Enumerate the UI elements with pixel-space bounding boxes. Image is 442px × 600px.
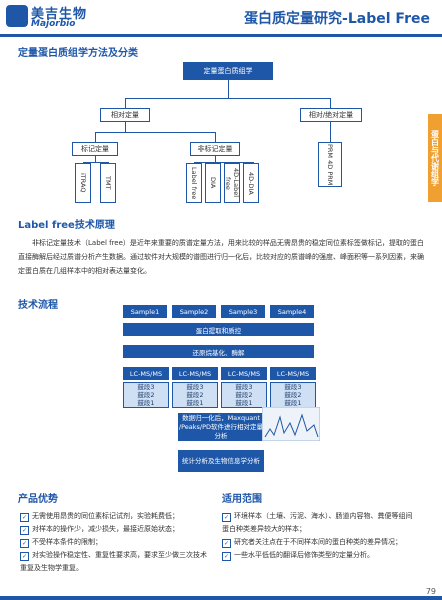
logo-cn: 美吉生物 (31, 7, 88, 22)
page-title: 蛋白质定量研究-Label Free (244, 11, 430, 27)
scope-heading: 适用范围 (222, 494, 262, 505)
lcms-2: LC-MS/MS (172, 367, 218, 380)
page-number: 79 (425, 587, 436, 596)
tree-4d-labelfree: 4D-Label free (224, 163, 240, 203)
tree-relative: 相对定量 (100, 108, 150, 122)
header-rule (0, 34, 442, 37)
section3-heading: 技术流程 (18, 300, 58, 311)
tree-dia: DIA (205, 163, 221, 203)
adv-list: ✓无需使用昂贵的同位素标记试剂，实验耗费低； ✓对样本的操作少，减少损失，最接近… (20, 512, 207, 572)
spectra-image (262, 407, 320, 441)
section2-heading: Label free技术原理 (18, 220, 115, 231)
logo-icon (6, 5, 28, 27)
logo-en: Majorbio (31, 19, 76, 29)
sample-4: Sample4 (270, 305, 314, 318)
tree-label: 标记定量 (72, 142, 118, 156)
adv-heading: 产品优势 (18, 494, 58, 505)
section1-heading: 定量蛋白质组学方法及分类 (18, 48, 138, 59)
tree-labelfree: Label free (186, 163, 202, 203)
tree-prm: PRM 4D PRM (318, 142, 342, 187)
tree-4d-dia: 4D-DIA (243, 163, 259, 203)
side-tab: 蛋白与代谢组学 (428, 114, 442, 202)
sample-2: Sample2 (172, 305, 216, 318)
tree-absrel: 相对/绝对定量 (300, 108, 362, 122)
lcms-3: LC-MS/MS (221, 367, 267, 380)
sample-1: Sample1 (123, 305, 167, 318)
step-normalize: 数据归一化后，Maxquant /Peaks/PD软件进行相对定量分析 (178, 413, 264, 441)
tree-tmt: TMT (100, 163, 116, 203)
step-extract: 蛋白提取和质控 (123, 323, 314, 336)
tree-root: 定量蛋白质组学 (183, 62, 273, 80)
lcms-1: LC-MS/MS (123, 367, 169, 380)
tree-itraq: iTRAQ (75, 163, 91, 203)
step-digest: 还原烷基化、酶解 (123, 345, 314, 358)
footer-bar (0, 596, 442, 600)
lcms-4: LC-MS/MS (270, 367, 316, 380)
section2-text: 非标记定量技术（Label free）是近年来重要的质谱定量方法，用来比较的样品… (18, 239, 424, 275)
step-bioinfo: 统计分析及生物信息学分析 (178, 450, 264, 472)
tree-nonlabel: 非标记定量 (190, 142, 240, 156)
scope-list: ✓环境样本（土壤、污泥、海水）、肠道内容物、粪便等组间蛋白种类差异较大的样本； … (222, 512, 413, 561)
sample-3: Sample3 (221, 305, 265, 318)
